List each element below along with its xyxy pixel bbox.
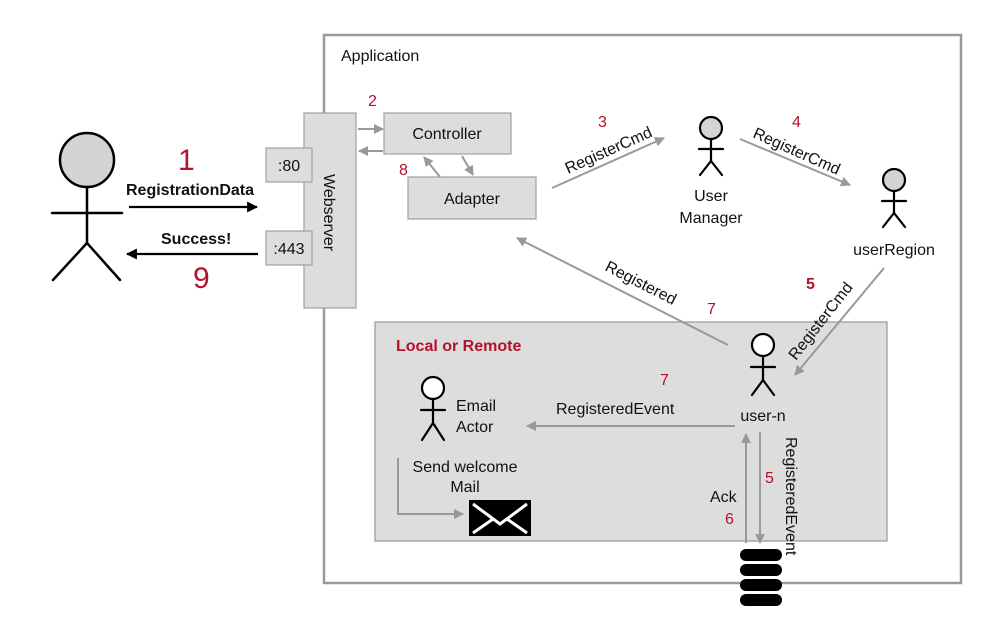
user-region-label: userRegion [853, 242, 935, 259]
email-actor-label-line2: Actor [456, 419, 494, 436]
adapter-to-controller-arrow [423, 156, 441, 178]
port-80-label: :80 [278, 158, 300, 175]
registered-event-label: RegisteredEvent [556, 401, 675, 418]
step-3: 3 [598, 114, 607, 131]
controller-label: Controller [412, 126, 482, 143]
user-n-to-adapter-arrow [516, 237, 729, 346]
user-region-to-user-n-arrow [794, 267, 885, 376]
controller-to-adapter-arrow [461, 155, 474, 176]
application-label: Application [341, 48, 419, 65]
user-n-label: user-n [740, 408, 785, 425]
adapter-box [407, 176, 537, 220]
user-manager-label-line2: Manager [679, 210, 743, 227]
step-4: 4 [792, 114, 801, 131]
port-443-box [265, 230, 313, 266]
stick-figure-icon [50, 131, 124, 282]
registration-data-label: RegistrationData [126, 182, 254, 199]
send-welcome-label-line2: Mail [450, 479, 479, 496]
port-443-label: :443 [273, 241, 304, 258]
stick-figure-icon [749, 332, 777, 397]
webserver-box [303, 112, 357, 309]
success-label: Success! [161, 231, 231, 248]
step-5-event: 5 [765, 470, 774, 487]
step-6: 6 [725, 511, 734, 528]
send-welcome-label-line1: Send welcome [413, 459, 518, 476]
send-mail-arrow [397, 458, 464, 519]
step-2: 2 [368, 93, 377, 110]
port-80-box [265, 147, 313, 183]
email-actor-label-line1: Email [456, 398, 496, 415]
step-5-register: 5 [806, 276, 815, 293]
step-8: 8 [399, 162, 408, 179]
webserver-label: Webserver [320, 174, 337, 252]
envelope-icon [469, 500, 531, 536]
stick-figure-icon [880, 167, 908, 229]
user-manager-to-user-region-arrow [739, 138, 851, 187]
stick-figure-icon [419, 375, 447, 442]
adapter-label: Adapter [444, 191, 501, 208]
adapter-to-user-manager-arrow [551, 137, 665, 189]
local-remote-region [374, 321, 888, 542]
step-1: 1 [178, 144, 195, 177]
ack-label: Ack [710, 489, 738, 506]
local-remote-label: Local or Remote [396, 338, 521, 355]
step-9: 9 [193, 262, 210, 295]
user-manager-label-line1: User [694, 188, 728, 205]
registered-event-vertical-label: RegisteredEvent [782, 437, 799, 556]
database-icon [740, 549, 782, 606]
step-7-registered: 7 [707, 301, 716, 318]
controller-box [383, 112, 512, 155]
step-7-event: 7 [660, 372, 669, 389]
stick-figure-icon [697, 115, 725, 177]
